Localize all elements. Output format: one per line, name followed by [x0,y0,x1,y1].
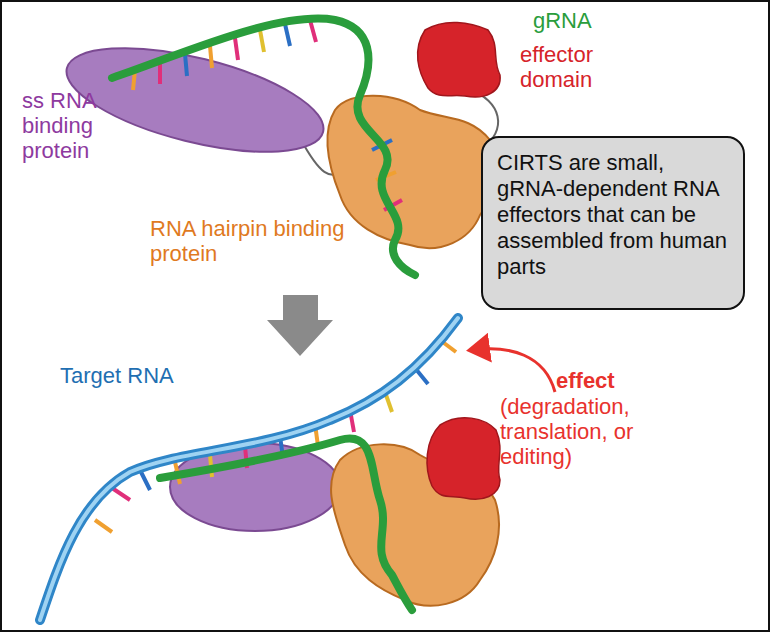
base-tick [185,54,187,76]
effector-domain [418,22,501,97]
note-box: CIRTS are small, gRNA-dependent RNA effe… [481,136,745,310]
hairpin-binding-protein [327,96,497,248]
process-arrow [267,295,333,356]
note-text: CIRTS are small, gRNA-dependent RNA effe… [497,150,729,280]
grna-label: gRNA [533,8,623,33]
grna-strand [160,438,412,610]
base-tick [210,46,212,68]
base-tick [112,488,130,500]
base-tick [310,20,316,42]
grna-strand [112,19,415,275]
effect-detail-label: (degradation, translation, or editing) [500,394,636,469]
base-tick [285,24,290,46]
target-rna-strand [40,318,458,620]
target-rna-highlight [40,318,458,620]
effector-domain [427,418,500,500]
base-tick [260,30,264,52]
effector-label: effector domain [520,42,630,92]
target-rna-label: Target RNA [60,363,220,388]
base-tick [235,38,238,60]
base-tick [140,470,150,490]
base-tick [95,520,112,532]
effect-arrow [472,349,555,392]
effect-label: effect [556,368,646,393]
ssrna-protein-label: ss RNA binding protein [22,88,112,163]
hairpin-protein-label: RNA hairpin binding protein [150,216,370,266]
